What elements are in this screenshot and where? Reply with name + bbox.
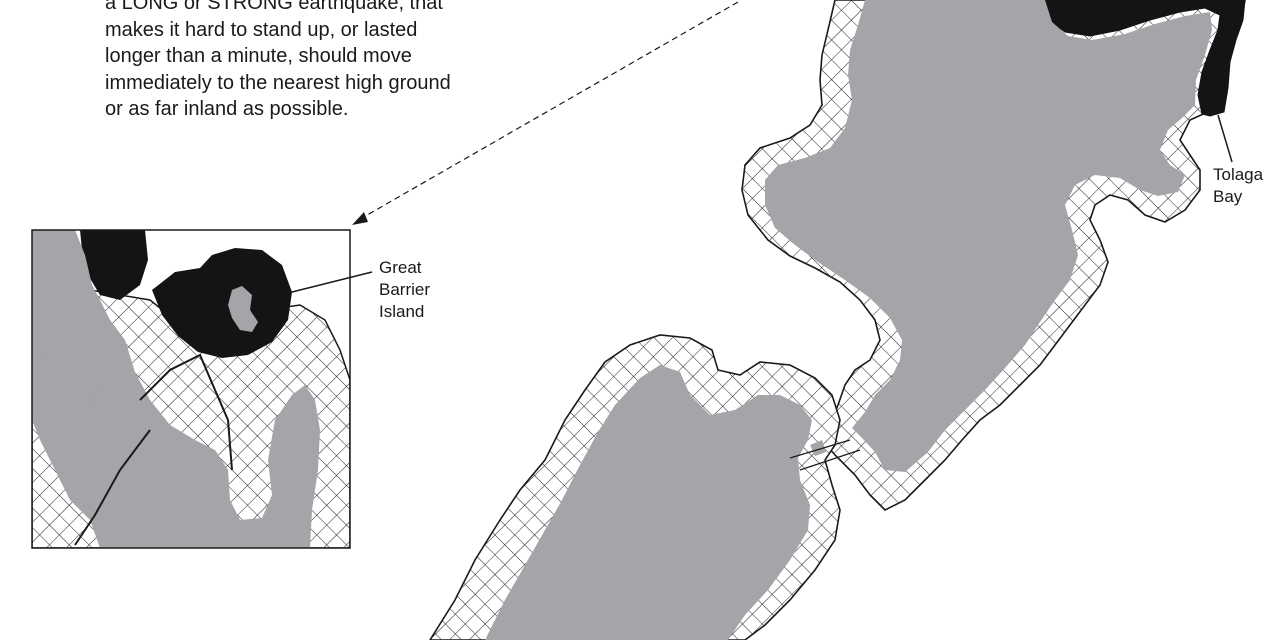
label-line: Tolaga <box>1213 165 1264 184</box>
inset-pointer-arrowhead <box>352 212 368 225</box>
inset-pointer-line <box>361 1 739 219</box>
advisory-line: immediately to the nearest high ground <box>105 71 451 94</box>
inset-frame <box>31 229 351 549</box>
great-barrier-island-land <box>228 286 258 332</box>
south-island-land <box>485 365 812 640</box>
great-barrier-island-hazard-zone <box>152 248 292 358</box>
advisory-line: or as far inland as possible. <box>105 98 349 120</box>
inset-high-hazard-zone-west <box>80 230 148 300</box>
tolaga-bay-label: Tolaga Bay <box>1213 164 1263 208</box>
label-line: Bay <box>1213 187 1243 206</box>
north-island-high-hazard-zone <box>1039 0 1246 117</box>
sounds-islands <box>770 432 826 456</box>
inset-peninsula <box>40 310 98 410</box>
label-line: Barrier <box>379 280 431 299</box>
south-island <box>429 334 841 640</box>
label-line: Island <box>379 302 425 321</box>
advisory-line: a LONG or STRONG earthquake, that <box>105 0 443 14</box>
great-barrier-island-label: Great Barrier Island <box>379 257 430 323</box>
cook-strait-line <box>789 439 861 471</box>
north-island-land <box>765 0 1212 472</box>
tolaga-bay-leader-line <box>1217 114 1233 163</box>
label-line: Great <box>379 258 422 277</box>
advisory-text: a LONG or STRONG earthquake, that makes … <box>105 0 535 123</box>
advisory-line: longer than a minute, should move <box>105 45 412 67</box>
inset-map <box>31 229 351 549</box>
inset-land <box>32 230 320 548</box>
great-barrier-leader-line <box>287 271 373 294</box>
north-island <box>741 0 1246 511</box>
advisory-line: makes it hard to stand up, or lasted <box>105 18 418 41</box>
inset-boundary-line <box>74 353 233 546</box>
